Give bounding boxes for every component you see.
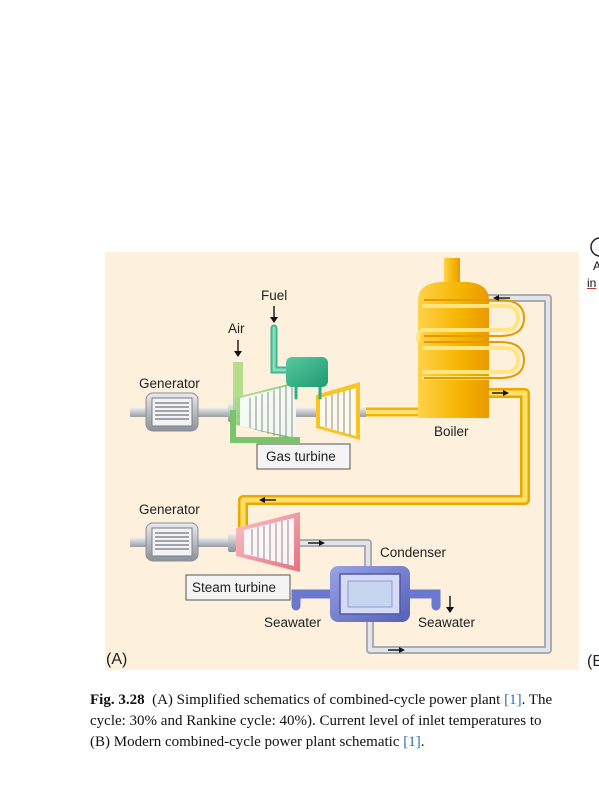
fuel-arrow [270, 306, 278, 323]
right-edge-text-line1: A [593, 259, 599, 273]
citation-link-2[interactable]: [1] [403, 734, 421, 750]
fuel-label: Fuel [261, 288, 287, 303]
air-arrow [234, 340, 242, 357]
fuel-line [270, 324, 322, 400]
return-arrow [388, 647, 405, 653]
panel-a-label: (A) [106, 651, 127, 668]
seawater-left-label: Seawater [264, 615, 322, 630]
bottom-generator [145, 522, 236, 562]
seawater-right-label: Seawater [418, 615, 476, 630]
flow-arrows [234, 295, 510, 653]
figure-number: Fig. 3.28 [90, 692, 145, 708]
condenser-label: Condenser [380, 545, 447, 560]
seawater-out-arrow [446, 596, 454, 613]
citation-link-1[interactable]: [1] [504, 692, 522, 708]
caption-line1-after: . The [521, 692, 553, 708]
top-generator [145, 392, 236, 432]
caption-line3-after: . [420, 734, 425, 750]
boiler [416, 258, 526, 418]
steam-turbine [236, 512, 300, 572]
boiler-outlet-arrow [492, 390, 509, 396]
boiler-label: Boiler [434, 424, 469, 439]
right-edge-text-line2: in [587, 276, 597, 290]
panel-b-partial-label: (B [587, 653, 599, 670]
combustor [286, 357, 328, 387]
gas-turbine-label: Gas turbine [266, 449, 336, 464]
exhaust-arrow [308, 540, 325, 546]
caption-line-1: Fig. 3.28 (A) Simplified schematics of c… [90, 690, 599, 711]
caption-line-2: cycle: 30% and Rankine cycle: 40%). Curr… [90, 713, 542, 729]
boiler-inlet-arrow [493, 295, 510, 301]
air-label: Air [228, 321, 245, 336]
gas-turbine-label-box [256, 443, 351, 470]
gas-turbine [230, 362, 360, 443]
condenser [291, 566, 441, 622]
caption-line3-text: (B) Modern combined-cycle power plant sc… [90, 734, 400, 750]
cut-circle-glyph [590, 237, 599, 257]
figure-caption: Fig. 3.28 (A) Simplified schematics of c… [90, 690, 599, 753]
steam-turbine-label: Steam turbine [192, 580, 276, 595]
caption-line-3: (B) Modern combined-cycle power plant sc… [90, 732, 599, 753]
caption-line1-text: (A) Simplified schematics of combined-cy… [152, 692, 501, 708]
steam-turbine-label-box [185, 574, 291, 601]
steam-pipe [238, 388, 530, 535]
generator-top-label: Generator [139, 376, 200, 391]
steam-inlet-arrow [259, 497, 276, 503]
generator-bottom-label: Generator [139, 502, 200, 517]
